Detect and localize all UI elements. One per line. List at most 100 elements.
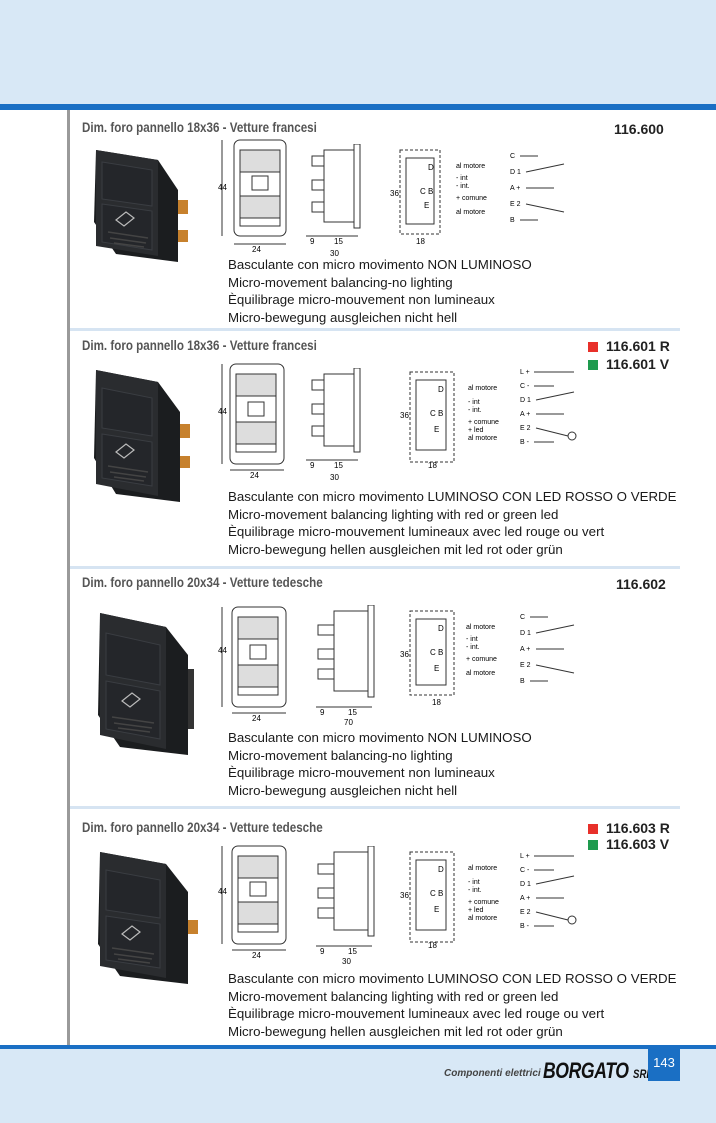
description: Basculante con micro movimento LUMINOSO … xyxy=(228,488,677,558)
section-divider xyxy=(70,566,680,569)
svg-text:E: E xyxy=(424,201,429,210)
brand-logo: BORGATO SRL xyxy=(543,1058,652,1084)
product-code: 116.602 xyxy=(616,576,666,592)
front-view-diagram: 44 24 xyxy=(218,360,298,489)
description-line-de: Micro-bewegung hellen ausgleichen mit le… xyxy=(228,541,563,557)
svg-text:- int.: - int. xyxy=(466,644,480,651)
svg-text:44: 44 xyxy=(218,646,227,655)
svg-text:L +: L + xyxy=(520,369,530,376)
svg-text:E: E xyxy=(434,664,439,673)
description-line-it: Basculante con micro movimento LUMINOSO … xyxy=(228,971,677,986)
green-led-swatch xyxy=(588,360,598,370)
svg-text:36: 36 xyxy=(400,650,409,659)
svg-text:- int.: - int. xyxy=(456,183,470,190)
product-code-red: 116.601 R xyxy=(588,338,670,354)
front-view-diagram: 44 24 xyxy=(218,603,298,732)
description-line-fr: Èquilibrage micro-mouvement lumineaux av… xyxy=(228,524,605,540)
svg-text:A +: A + xyxy=(520,895,530,902)
switch-schematic: C D 1 A + E 2 B xyxy=(508,150,568,235)
svg-text:B -: B - xyxy=(520,923,530,930)
svg-text:24: 24 xyxy=(252,714,261,723)
svg-text:18: 18 xyxy=(428,941,437,950)
svg-text:24: 24 xyxy=(250,471,259,480)
product-code-label: 116.601 R xyxy=(606,338,670,354)
description: Basculante con micro movimento NON LUMIN… xyxy=(228,256,532,326)
svg-text:44: 44 xyxy=(218,887,227,896)
switch-photo xyxy=(88,362,206,517)
svg-text:D: D xyxy=(438,624,444,633)
description-line-it: Basculante con micro movimento NON LUMIN… xyxy=(228,257,532,272)
svg-text:15: 15 xyxy=(334,461,343,470)
product-section-116-601: Dim. foro pannello 18x36 - Vetture franc… xyxy=(70,338,680,566)
switch-schematic: C D 1 A + E 2 B xyxy=(518,611,578,696)
red-led-swatch xyxy=(588,824,598,834)
footer-rule xyxy=(0,1045,716,1049)
description-line-en: Micro-movement balancing-no lighting xyxy=(228,747,453,763)
front-view-diagram: 44 24 xyxy=(218,136,298,265)
description-line-fr: Èquilibrage micro-mouvement lumineaux av… xyxy=(228,1006,605,1022)
svg-text:al motore: al motore xyxy=(468,435,497,442)
product-code-green: 116.603 V xyxy=(588,836,669,852)
svg-text:+ comune: + comune xyxy=(466,656,497,663)
svg-text:30: 30 xyxy=(330,249,339,258)
svg-text:al motore: al motore xyxy=(468,385,497,392)
svg-text:C B: C B xyxy=(430,889,443,898)
product-code-green: 116.601 V xyxy=(588,356,669,372)
description-line-en: Micro-movement balancing-no lighting xyxy=(228,274,453,290)
svg-text:15: 15 xyxy=(334,237,343,246)
side-view-diagram: 9 15 30 xyxy=(298,367,378,493)
svg-text:15: 15 xyxy=(348,947,357,956)
side-view-diagram: 9 15 30 xyxy=(308,845,388,971)
svg-text:9: 9 xyxy=(310,237,315,246)
svg-text:- int: - int xyxy=(456,175,468,182)
product-section-116-603: Dim. foro pannello 20x34 - Vetture tedes… xyxy=(70,820,680,1042)
svg-text:24: 24 xyxy=(252,245,261,254)
svg-text:- int: - int xyxy=(468,879,480,886)
switch-photo xyxy=(88,142,206,275)
svg-text:15: 15 xyxy=(348,708,357,717)
svg-text:D: D xyxy=(428,163,434,172)
product-code: 116.600 xyxy=(614,121,664,137)
svg-text:al motore: al motore xyxy=(456,209,485,216)
red-led-swatch xyxy=(588,342,598,352)
footer-band xyxy=(0,1049,716,1123)
svg-text:E 2: E 2 xyxy=(520,662,531,669)
product-code-label: 116.603 R xyxy=(606,820,670,836)
section-title: Dim. foro pannello 20x34 - Vetture tedes… xyxy=(82,575,323,590)
product-code-label: 116.601 V xyxy=(606,356,670,372)
wiring-diagram: 36 D C B E al motore - int - int. + comu… xyxy=(388,850,568,955)
wiring-diagram: 36 D C B E al motore - int - int. + comu… xyxy=(378,148,558,249)
footer-category-label: Componenti elettrici xyxy=(444,1068,541,1079)
description-line-de: Micro-bewegung hellen ausgleichen mit le… xyxy=(228,1023,563,1039)
svg-text:9: 9 xyxy=(310,461,315,470)
svg-text:al motore: al motore xyxy=(466,670,495,677)
svg-text:D 1: D 1 xyxy=(520,881,531,888)
svg-text:al motore: al motore xyxy=(468,865,497,872)
svg-text:B -: B - xyxy=(520,439,530,446)
svg-text:- int.: - int. xyxy=(468,407,482,414)
page-number: 143 xyxy=(648,1049,680,1081)
svg-text:+ comune: + comune xyxy=(468,419,499,426)
wiring-diagram: 36 D C B E al motore - int - int. + comu… xyxy=(388,370,568,475)
svg-text:9: 9 xyxy=(320,708,325,717)
svg-text:C: C xyxy=(510,153,515,160)
description-line-it: Basculante con micro movimento NON LUMIN… xyxy=(228,730,532,745)
description-line-fr: Èquilibrage micro-mouvement non lumineau… xyxy=(228,765,495,781)
svg-text:18: 18 xyxy=(432,698,441,707)
side-view-diagram: 9 15 70 xyxy=(308,604,388,730)
switch-photo xyxy=(92,844,210,997)
svg-text:30: 30 xyxy=(330,473,339,482)
section-title: Dim. foro pannello 18x36 - Vetture franc… xyxy=(82,338,317,353)
svg-text:18: 18 xyxy=(428,461,437,470)
svg-text:44: 44 xyxy=(218,183,227,192)
front-view-diagram: 44 24 xyxy=(218,842,298,971)
svg-text:C B: C B xyxy=(430,409,443,418)
green-led-swatch xyxy=(588,840,598,850)
description-line-de: Micro-bewegung ausgleichen nicht hell xyxy=(228,309,458,325)
svg-text:36: 36 xyxy=(390,189,399,198)
svg-text:L +: L + xyxy=(520,853,530,860)
header-band xyxy=(0,0,716,104)
svg-text:A +: A + xyxy=(520,411,530,418)
svg-text:+ comune: + comune xyxy=(456,195,487,202)
section-divider xyxy=(70,328,680,331)
